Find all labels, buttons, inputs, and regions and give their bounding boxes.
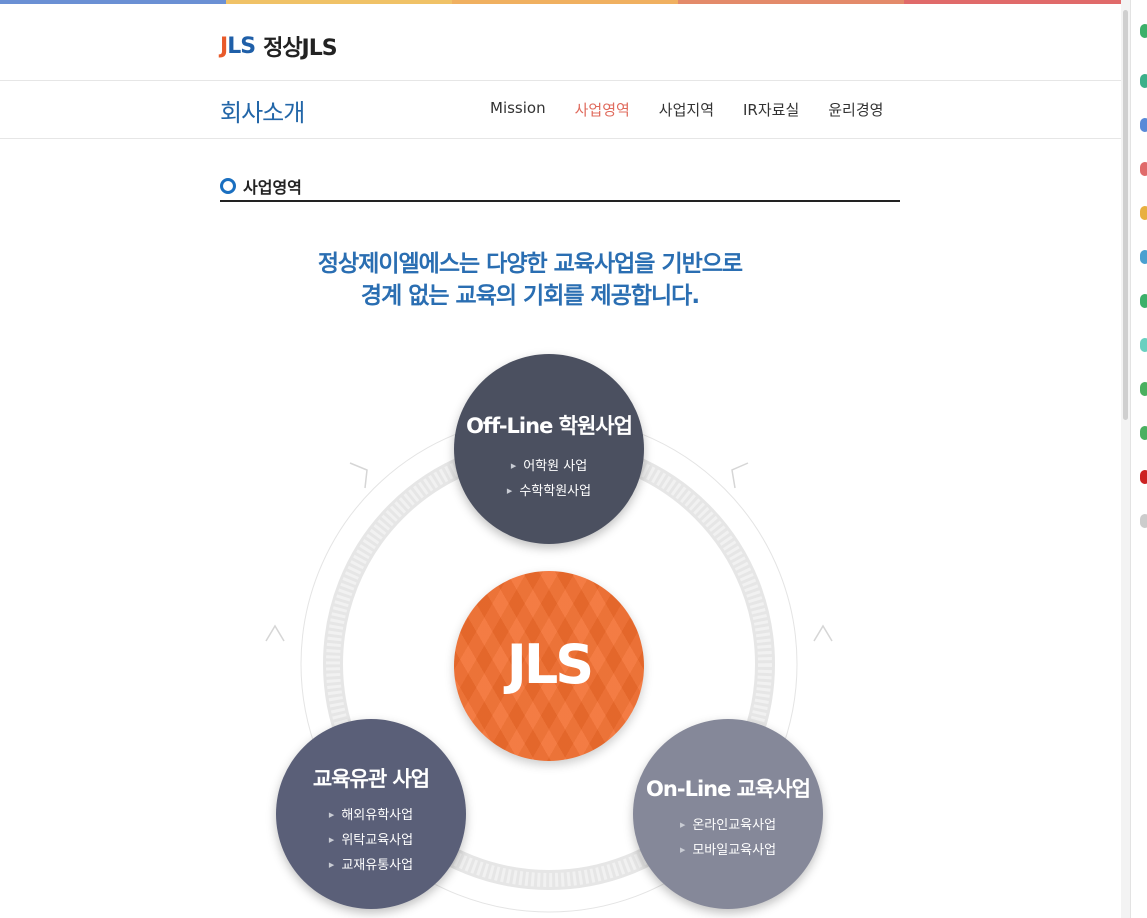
business-diagram: Off-Line 학원사업 ▶어학원 사업 ▶수학학원사업 JLS 교육유관 사… <box>230 330 870 918</box>
triangle-arrow-icon: ▶ <box>328 861 335 869</box>
right-side-panel <box>1130 0 1147 918</box>
list-item: ▶온라인교육사업 <box>679 818 777 833</box>
online-business-circle[interactable]: On-Line 교육사업 ▶온라인교육사업 ▶모바일교육사업 <box>633 719 823 909</box>
side-app-icon[interactable] <box>1140 294 1147 308</box>
online-list: ▶온라인교육사업 ▶모바일교육사업 <box>633 813 823 863</box>
triangle-arrow-icon: ▶ <box>506 487 513 495</box>
list-item: ▶해외유학사업 <box>328 808 414 823</box>
subnav-menu: Mission 사업영역 사업지역 IR자료실 윤리경영 <box>490 99 912 120</box>
menu-item-ir[interactable]: IR자료실 <box>743 101 800 119</box>
side-app-icon[interactable] <box>1140 426 1147 440</box>
logo-text: 정상JLS <box>263 36 338 61</box>
list-item: ▶어학원 사업 <box>510 459 588 474</box>
triangle-arrow-icon: ▶ <box>328 811 335 819</box>
offline-business-circle[interactable]: Off-Line 학원사업 ▶어학원 사업 ▶수학학원사업 <box>454 354 644 544</box>
triangle-arrow-icon: ▶ <box>679 821 686 829</box>
section-title: 회사소개 <box>220 99 305 127</box>
related-business-circle[interactable]: 교육유관 사업 ▶해외유학사업 ▶위탁교육사업 ▶교재유통사업 <box>276 719 466 909</box>
side-app-icon[interactable] <box>1140 470 1147 484</box>
offline-list: ▶어학원 사업 ▶수학학원사업 <box>454 454 644 504</box>
center-jls-logo: JLS <box>506 633 594 696</box>
side-app-icon[interactable] <box>1140 162 1147 176</box>
side-app-icon[interactable] <box>1140 118 1147 132</box>
menu-item-business[interactable]: 사업영역 <box>574 101 630 119</box>
side-app-icon[interactable] <box>1140 382 1147 396</box>
side-app-icon[interactable] <box>1140 206 1147 220</box>
related-title: 교육유관 사업 <box>312 767 430 791</box>
side-app-icon[interactable] <box>1140 250 1147 264</box>
list-item: ▶위탁교육사업 <box>328 833 414 848</box>
site-logo[interactable]: JLS 정상JLS <box>220 30 338 62</box>
menu-item-regions[interactable]: 사업지역 <box>658 101 714 119</box>
offline-title: Off-Line 학원사업 <box>466 414 633 438</box>
side-app-icon[interactable] <box>1140 24 1147 38</box>
sub-navigation: 회사소개 Mission 사업영역 사업지역 IR자료실 윤리경영 <box>0 81 1130 139</box>
bullet-ring-icon <box>220 178 236 194</box>
headline: 정상제이엘에스는 다양한 교육사업을 기반으로 경계 없는 교육의 기회를 제공… <box>220 248 980 312</box>
list-item: ▶수학학원사업 <box>506 484 592 499</box>
side-app-icon[interactable] <box>1140 74 1147 88</box>
list-item: ▶교재유통사업 <box>328 858 414 873</box>
site-header: JLS 정상JLS <box>0 4 1130 81</box>
triangle-arrow-icon: ▶ <box>328 836 335 844</box>
page-scrollbar[interactable] <box>1121 0 1130 918</box>
scrollbar-thumb[interactable] <box>1123 10 1128 420</box>
center-logo-circle: JLS <box>454 571 644 761</box>
top-color-strip <box>0 0 1130 4</box>
side-app-icon[interactable] <box>1140 514 1147 528</box>
jls-logo-mark: JLS <box>220 33 256 59</box>
triangle-arrow-icon: ▶ <box>679 846 686 854</box>
headline-line-2: 경계 없는 교육의 기회를 제공합니다. <box>360 283 700 309</box>
headline-line-1: 정상제이엘에스는 다양한 교육사업을 기반으로 <box>317 251 743 277</box>
page-heading-label: 사업영역 <box>243 178 302 197</box>
menu-item-ethics[interactable]: 윤리경영 <box>828 101 884 119</box>
related-list: ▶해외유학사업 ▶위탁교육사업 ▶교재유통사업 <box>276 803 466 878</box>
page-heading: 사업영역 <box>220 174 900 202</box>
triangle-arrow-icon: ▶ <box>510 462 517 470</box>
online-title: On-Line 교육사업 <box>646 777 811 801</box>
menu-item-mission[interactable]: Mission <box>490 99 546 117</box>
list-item: ▶모바일교육사업 <box>679 843 777 858</box>
side-app-icon[interactable] <box>1140 338 1147 352</box>
